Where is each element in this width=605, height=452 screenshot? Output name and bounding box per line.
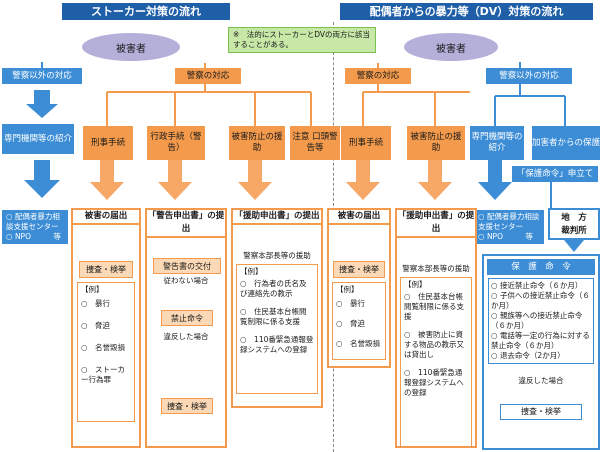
col3-examples: 【例】 ○ 行為者の氏名及び連絡先の教示 ○ 住民基本台帳閲覧制限に係る支援 ○… [236, 264, 318, 394]
support-left-item: ○ 配偶者暴力相談支援センター [6, 212, 60, 231]
specialist-right: 専門機関等の紹介 [470, 126, 524, 160]
col-report-right: 被害の届出 捜査・検挙 【例】 ○ 暴行 ○ 脅迫 ○ 名誉毀損 [327, 208, 391, 368]
col3-head: 警察本部長等の援助 [243, 251, 311, 260]
court-request: 「保護命令」申立て [512, 166, 598, 182]
col5-examples: 【例】 ○ 住民基本台帳閲覧制限に係る支援 ○ 被害防止に資する物品の教示又は貸… [400, 277, 472, 447]
col2-title: 「警告申出書」の提出 [147, 210, 225, 238]
violation-text: 違反した場合 [518, 376, 564, 385]
col1-item: ○ 脅迫 [81, 321, 111, 330]
support-right-item: ○ 配偶者暴力相談支援センター [478, 212, 540, 231]
route-prevention-right: 被害防止の援助 [407, 126, 465, 160]
victim-right: 被害者 [404, 33, 498, 61]
col5-head: 警察本部長等の援助 [402, 264, 470, 273]
col1-item: ○ 名誉毀損 [81, 343, 126, 352]
col3-example-label: 【例】 [240, 267, 263, 276]
police-left: 警察の対応 [175, 68, 241, 84]
col4-item: ○ 暴行 [336, 299, 366, 308]
col3-title: 「援助申出書」の提出 [233, 210, 321, 225]
col4-example-label: 【例】 [336, 285, 359, 294]
col3-item: ○ 住民基本台帳閲覧制限に係る支援 [240, 307, 307, 326]
non-police-left: 警察以外の対応 [2, 68, 82, 84]
col4-examples: 【例】 ○ 暴行 ○ 脅迫 ○ 名誉毀損 [332, 282, 386, 360]
victim-left: 被害者 [82, 33, 180, 61]
route-criminal-right: 刑事手続 [341, 126, 391, 160]
support-right-item: ○ NPO 等 [478, 232, 533, 241]
col2-step1: 警告書の交付 [153, 258, 221, 274]
col5-item: ○ 被害防止に資する物品の教示又は貸出し [404, 330, 464, 359]
protection-item: ○ 電話等一定の行為に対する禁止命令（６か月） [491, 331, 590, 350]
protection-item: ○ 子供への接近禁止命令（６か月） [491, 291, 590, 310]
col4-item: ○ 脅迫 [336, 319, 366, 328]
court-connector [550, 182, 552, 210]
non-police-right: 警察以外の対応 [486, 68, 572, 84]
protection-title: 保 護 命 令 [487, 259, 595, 275]
col-assist-right: 「援助申出書」の提出 警察本部長等の援助 【例】 ○ 住民基本台帳閲覧制限に係る… [395, 208, 477, 448]
note-box: ※ 法的にストーカーとDVの両方に該当することがある。 [228, 27, 376, 53]
protection-item: ○ 接近禁止命令（６か月） [491, 281, 583, 290]
col1-item: ○ 暴行 [81, 299, 111, 308]
route-admin: 行政手続（警告） [147, 126, 205, 160]
protection-item: ○ 親族等への接近禁止命令（６か月） [491, 311, 583, 330]
col4-action: 捜査・検挙 [333, 261, 385, 278]
route-warning: 注意 口頭警告等 [290, 126, 340, 160]
col3-item: ○ 110番緊急通報登録システムへの登録 [240, 335, 314, 354]
final-action: 捜査・検挙 [500, 404, 582, 420]
protection-right: 加害者からの保護 [532, 126, 600, 160]
col5-example-label: 【例】 [404, 280, 427, 289]
col1-title: 被害の届出 [73, 210, 139, 225]
col4-item: ○ 名誉毀損 [336, 339, 381, 348]
specialist-left: 専門機関等の紹介 [2, 124, 74, 154]
col1-action: 捜査・検挙 [79, 261, 133, 278]
right-title: 配偶者からの暴力等（DV）対策の流れ [340, 3, 593, 20]
route-prevention-left: 被害防止の援助 [229, 126, 285, 160]
protection-item: ○ 退去命令（2か月） [491, 351, 565, 360]
col-warning: 「警告申出書」の提出 警告書の交付 従わない場合 禁止命令 違反した場合 捜査・… [145, 208, 227, 448]
col2-step3: 捜査・検挙 [161, 398, 213, 414]
col1-examples: 【例】 ○ 暴行 ○ 脅迫 ○ 名誉毀損 ○ ストーカー行為罪 [77, 282, 135, 422]
col2-step2: 禁止命令 [161, 310, 213, 326]
col5-item: ○ 110番緊急通報登録システムへの登録 [404, 368, 464, 397]
support-right: ○ 配偶者暴力相談支援センター ○ NPO 等 [474, 210, 544, 244]
protection-order-panel: 保 護 命 令 ○ 接近禁止命令（６か月） ○ 子供への接近禁止命令（６か月） … [482, 254, 600, 450]
support-left-item: ○ NPO 等 [6, 232, 61, 241]
col-report-left: 被害の届出 捜査・検挙 【例】 ○ 暴行 ○ 脅迫 ○ 名誉毀損 ○ ストーカー… [71, 208, 141, 448]
col3-item: ○ 行為者の氏名及び連絡先の教示 [240, 279, 307, 298]
support-left: ○ 配偶者暴力相談支援センター ○ NPO 等 [2, 210, 68, 244]
col5-title: 「援助申出書」の提出 [397, 210, 475, 238]
col4-title: 被害の届出 [329, 210, 389, 225]
col5-item: ○ 住民基本台帳閲覧制限に係る支援 [404, 292, 464, 321]
col2-cond2: 違反した場合 [163, 332, 209, 341]
police-right: 警察の対応 [345, 68, 411, 84]
col-assist-left: 「援助申出書」の提出 警察本部長等の援助 【例】 ○ 行為者の氏名及び連絡先の教… [231, 208, 323, 408]
col2-cond1: 従わない場合 [163, 276, 209, 285]
col1-example-label: 【例】 [81, 285, 104, 294]
court-box: 地 方 裁判所 [548, 208, 600, 240]
protection-list: ○ 接近禁止命令（６か月） ○ 子供への接近禁止命令（６か月） ○ 親族等への接… [488, 278, 594, 364]
left-title: ストーカー対策の流れ [62, 3, 230, 20]
col1-item: ○ ストーカー行為罪 [81, 365, 126, 384]
route-criminal-left: 刑事手続 [83, 126, 133, 160]
